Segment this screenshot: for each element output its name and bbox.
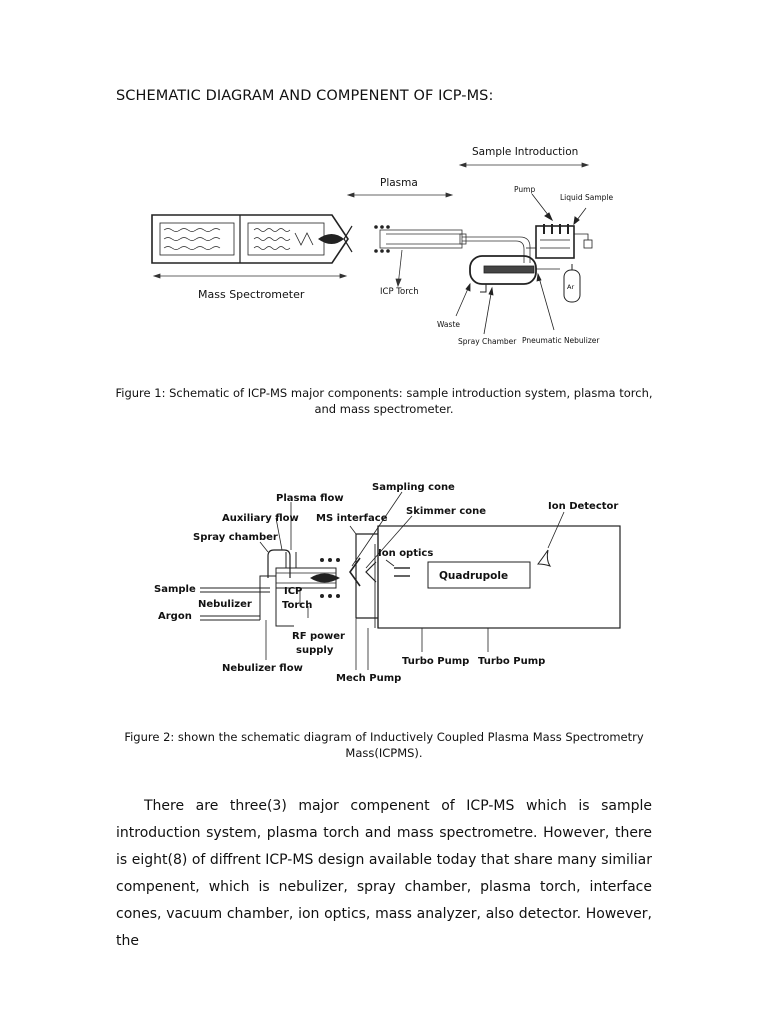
label-icp: ICP xyxy=(284,586,302,597)
icp-torch xyxy=(379,229,531,288)
vacuum-chamber xyxy=(349,525,621,629)
label-spray-chamber: Spray Chamber xyxy=(458,337,517,346)
label-turbo-pump-1: Turbo Pump xyxy=(402,656,469,667)
torch-plasma xyxy=(310,573,340,583)
plasma-flame xyxy=(318,234,344,244)
pump xyxy=(526,193,593,259)
label-plasma: Plasma xyxy=(380,177,418,189)
figure-2-diagram: Quadrupole xyxy=(154,482,621,684)
section-heading: SCHEMATIC DIAGRAM AND COMPENENT OF ICP-M… xyxy=(116,88,494,104)
label-mech-pump: Mech Pump xyxy=(336,673,401,684)
label-ion-optics: Ion optics xyxy=(378,548,433,559)
body-paragraph: There are three(3) major compenent of IC… xyxy=(116,798,652,949)
mass-spectrometer-body xyxy=(151,214,349,264)
torch-dots xyxy=(320,558,340,598)
figure-1-caption: Figure 1: Schematic of ICP-MS major comp… xyxy=(115,386,653,416)
figure-2-pointers xyxy=(259,491,489,670)
figure-1-diagram: Sample Introduction Plasma xyxy=(151,146,614,346)
label-pneumatic-nebulizer: Pneumatic Nebulizer xyxy=(522,336,600,345)
label-nebulizer-flow: Nebulizer flow xyxy=(222,663,303,674)
label-ms-interface: MS interface xyxy=(316,513,388,524)
mass-spectrometer-arrow xyxy=(152,273,348,279)
quadrupole-box xyxy=(427,561,531,589)
label-skimmer-cone: Skimmer cone xyxy=(406,506,486,517)
label-sampling-cone: Sampling cone xyxy=(372,482,455,493)
label-sample: Sample xyxy=(154,584,196,595)
label-torch: Torch xyxy=(282,600,312,611)
ion-optics-lenses xyxy=(394,567,410,577)
label-auxiliary-flow: Auxiliary flow xyxy=(222,513,299,524)
label-ar: Ar xyxy=(567,283,574,291)
label-rf-power: RF power xyxy=(292,631,345,642)
label-argon: Argon xyxy=(158,611,192,622)
torch-assembly xyxy=(200,549,337,627)
figure-2-caption: Figure 2: shown the schematic diagram of… xyxy=(124,730,644,760)
label-supply: supply xyxy=(296,645,334,656)
spray-chamber xyxy=(469,255,560,293)
pointer-arrows xyxy=(455,272,555,335)
label-ion-detector: Ion Detector xyxy=(548,501,618,512)
label-sample-introduction: Sample Introduction xyxy=(472,146,578,158)
argon-cylinder xyxy=(563,264,581,303)
ion-detector xyxy=(537,549,552,567)
label-spray-chamber: Spray chamber xyxy=(193,532,278,543)
ion-detector-pointer xyxy=(547,511,565,549)
label-quadrupole: Quadrupole xyxy=(439,570,508,582)
interface-cones xyxy=(343,225,353,253)
label-pump: Pump xyxy=(514,185,535,194)
sample-introduction-arrow xyxy=(458,162,590,168)
label-waste: Waste xyxy=(437,320,460,329)
label-mass-spectrometer: Mass Spectrometer xyxy=(198,288,305,301)
label-plasma-flow: Plasma flow xyxy=(276,493,344,504)
label-icp-torch: ICP Torch xyxy=(380,287,419,297)
label-liquid-sample: Liquid Sample xyxy=(560,193,614,202)
label-nebulizer: Nebulizer xyxy=(198,599,252,610)
plasma-dots xyxy=(374,225,390,253)
plasma-arrow xyxy=(346,192,454,198)
label-turbo-pump-2: Turbo Pump xyxy=(478,656,545,667)
